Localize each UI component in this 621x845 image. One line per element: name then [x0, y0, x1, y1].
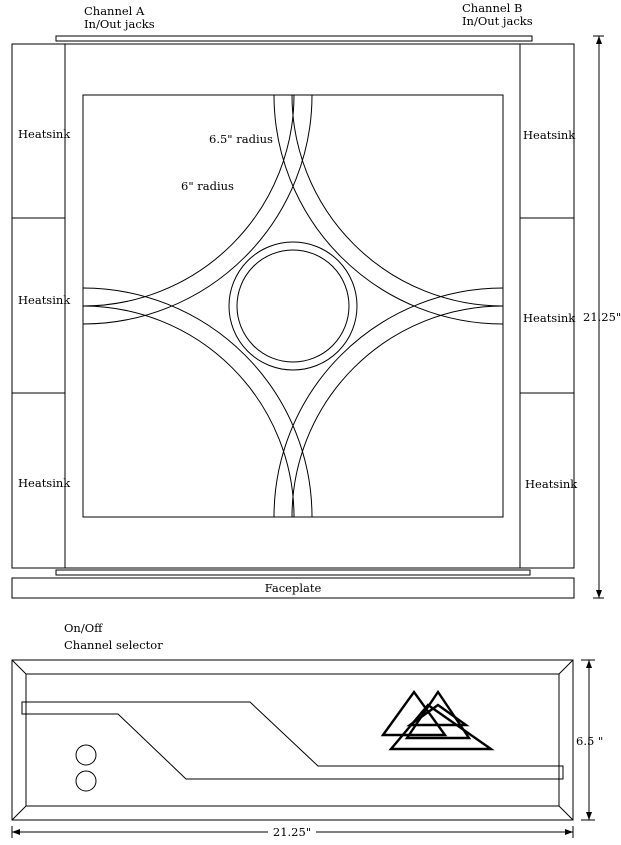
channel-b-label: Channel B In/Out jacks [462, 1, 533, 28]
heatsink-label: Heatsink [523, 311, 576, 325]
faceplate [11, 577, 575, 599]
inner-radius-label: 6" radius [181, 179, 234, 193]
center-ring-inner [236, 249, 350, 363]
front-width-dimension: 21.25" [11, 825, 574, 839]
heatsink-label: Heatsink [18, 293, 71, 307]
channel-selector-knob [75, 770, 97, 792]
heatsink-label: Heatsink [18, 476, 71, 490]
channel-a-label: Channel A In/Out jacks [84, 4, 155, 31]
chassis-outline [11, 43, 575, 569]
front-view: On/Off Channel selector 6.5 " [11, 621, 603, 839]
outer-radius-label: 6.5" radius [209, 132, 273, 146]
grille-arc-inner [291, 95, 503, 307]
triangle-logo-icon [380, 689, 495, 751]
height-dimension: 21.25" [583, 35, 621, 599]
height-dimension-label: 21.25" [583, 310, 621, 324]
heatsink-label: Heatsink [525, 477, 578, 491]
front-strip [55, 569, 531, 576]
front-width-label: 21.25" [273, 825, 311, 839]
flower-grille [83, 95, 503, 517]
front-panel-inner [25, 673, 560, 807]
front-height-label: 6.5 " [576, 734, 603, 748]
rear-jack-strip [55, 35, 533, 42]
front-height-dimension: 6.5 " [576, 659, 603, 821]
faceplate-label: Faceplate [265, 581, 322, 595]
controls-label: On/Off Channel selector [64, 621, 163, 652]
front-panel-outer [11, 659, 574, 821]
angled-stripe [21, 701, 564, 780]
top-view: Channel A In/Out jacks Channel B In/Out … [11, 1, 621, 599]
heatsink-label: Heatsink [18, 127, 71, 141]
power-knob [75, 744, 97, 766]
heatsink-label: Heatsink [523, 128, 576, 142]
